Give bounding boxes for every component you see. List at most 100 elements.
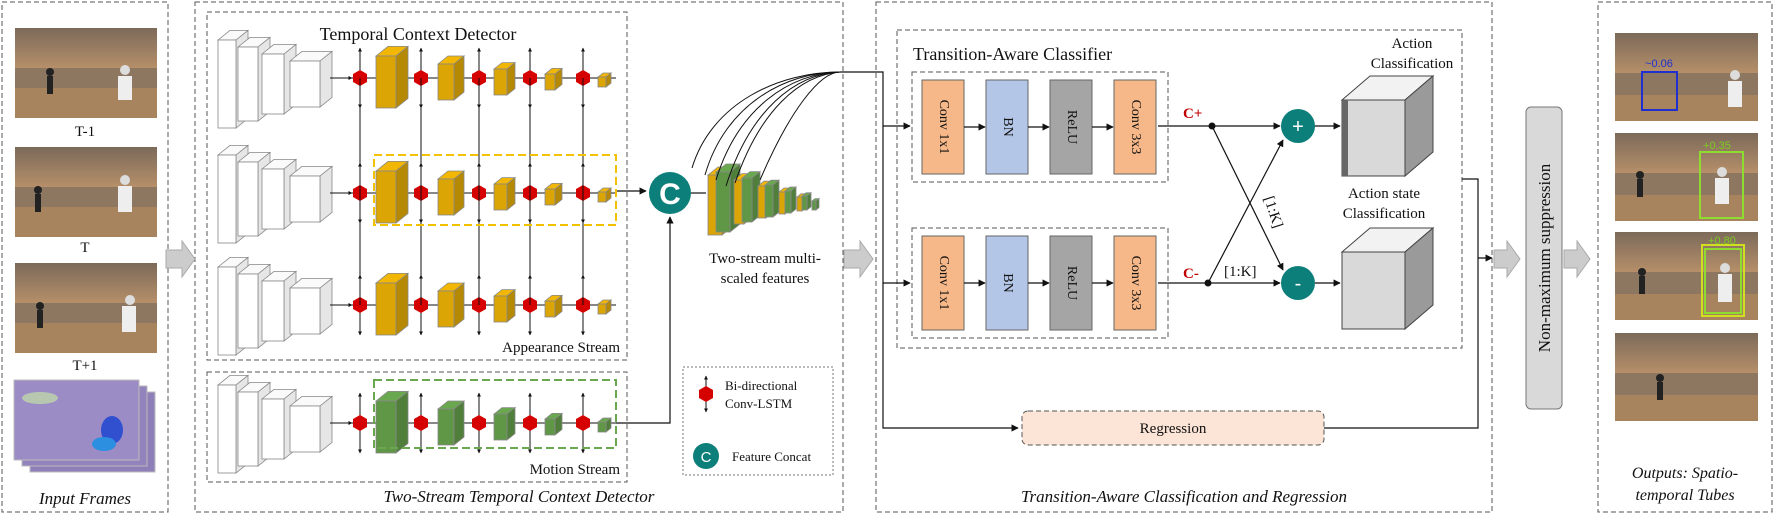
two-stream-feature-stack — [706, 163, 821, 236]
motion-row — [216, 374, 616, 474]
legend-lstm-label-2: Conv-LSTM — [725, 396, 793, 411]
flow-arrow-3 — [1493, 239, 1521, 279]
input-caption: Input Frames — [38, 489, 131, 508]
output-caption-line1: Outputs: Spatio- — [1632, 465, 1738, 482]
regression-to-nms — [1324, 258, 1479, 429]
appearance-row-1-feature-block-1 — [374, 45, 410, 109]
output-frame-4 — [1615, 333, 1758, 421]
appearance-stream-label: Appearance Stream — [502, 340, 620, 356]
motion-row-lstm-5 — [576, 392, 590, 454]
c-plus-label: C+ — [1183, 106, 1202, 122]
nms-box — [1525, 106, 1563, 410]
upper-layer-1-label: Conv 1x1 — [936, 100, 951, 155]
motion-row-feature-block-1 — [374, 390, 410, 454]
appearance-row-1-feature-block-4 — [543, 67, 564, 91]
cminus-cross-line — [1207, 139, 1284, 284]
upper-layer-1: Conv 1x1 — [921, 79, 965, 175]
lower-layer-4-label: Conv 3x3 — [1128, 256, 1143, 311]
stack-block-11 — [810, 197, 821, 211]
minus-node: - — [1281, 266, 1315, 300]
legend-box — [682, 366, 834, 476]
flow-arrow-4 — [1563, 239, 1591, 279]
stack-block-6 — [763, 179, 781, 218]
upper-layer-2-box — [985, 79, 1029, 175]
cross-range-label: [1:K] — [1260, 194, 1285, 230]
output-box-2 — [1699, 151, 1744, 219]
lower-layer-2-box — [985, 235, 1029, 331]
state-cls-label-2: Classification — [1343, 206, 1426, 222]
appearance-row-2-feature-block-4 — [543, 182, 564, 206]
nms-label: Non-maximum suppression — [1535, 163, 1554, 352]
upper-layer-4: Conv 3x3 — [1113, 79, 1157, 175]
selected-motion-scales — [373, 379, 617, 449]
concat-letter: C — [659, 178, 681, 211]
appearance-row-3-feature-block-5 — [596, 299, 613, 315]
lower-layer-2-label: BN — [1000, 273, 1015, 292]
upper-layer-3-label: ReLU — [1064, 110, 1079, 144]
legend-lstm-label-1: Bi-directional — [725, 378, 798, 393]
appearance-row-1-feature-block-3 — [492, 61, 517, 96]
detector-caption: Two-Stream Temporal Context Detector — [384, 487, 655, 506]
detector-title: Temporal Context Detector — [320, 24, 517, 44]
features-label-line2: scaled features — [721, 271, 810, 287]
motion-row-lstm-1 — [353, 392, 367, 454]
lower-layer-1-box — [921, 235, 965, 331]
lower-layer-1: Conv 1x1 — [921, 235, 965, 331]
output-score-1: ~0.06 — [1645, 58, 1673, 70]
flow-arrow-1 — [165, 239, 196, 279]
stack-block-8 — [783, 186, 798, 214]
motion-to-concat — [616, 216, 674, 424]
frame-label-t: T — [80, 240, 89, 256]
appearance-row-3-backbone-block-4 — [288, 277, 334, 335]
appearance-row-1-feature-block-2 — [436, 55, 466, 101]
motion-row-feature-block-4 — [543, 412, 564, 436]
c-minus-label: C- — [1183, 266, 1199, 282]
appearance-row-3-feature-block-2 — [436, 282, 466, 328]
regression-box — [1021, 410, 1325, 446]
output-box-3 — [1704, 248, 1742, 314]
frame-label-t-plus-1: T+1 — [72, 358, 97, 374]
features-to-regression — [882, 283, 1019, 432]
action-cls-label-1: Action — [1392, 36, 1433, 52]
motion-row-lstm-3 — [472, 392, 486, 454]
features-to-upper-branch — [840, 71, 911, 130]
classifier-panel — [896, 29, 1463, 349]
motion-row-backbone-block-4 — [288, 395, 334, 453]
output-box-1 — [1641, 71, 1678, 111]
legend-concat-label: Feature Concat — [732, 449, 811, 464]
appearance-row-2-backbone-block-4 — [288, 165, 334, 223]
lower-branch-box — [911, 227, 1169, 339]
motion-row-feature-block-3 — [492, 406, 517, 441]
upper-layer-2: BN — [985, 79, 1029, 175]
output-caption-line2: temporal Tubes — [1635, 487, 1734, 504]
stack-block-4 — [740, 170, 762, 223]
lower-layer-2: BN — [985, 235, 1029, 331]
features-label-line1: Two-stream multi- — [709, 251, 821, 267]
motion-row-lstm-4 — [523, 392, 537, 454]
upper-layer-4-box — [1113, 79, 1157, 175]
upper-layer-3-box — [1049, 79, 1093, 175]
output-panel — [1597, 1, 1773, 513]
detector-panel — [194, 1, 844, 513]
lower-layer-1-label: Conv 1x1 — [936, 256, 951, 311]
upper-layer-4-label: Conv 3x3 — [1128, 100, 1143, 155]
appearance-row-1 — [216, 29, 616, 129]
appearance-row-3-feature-block-4 — [543, 294, 564, 318]
legend-concat-symbol: C — [693, 443, 719, 469]
appearance-row-2-feature-block-3 — [492, 176, 517, 211]
upper-layer-3: ReLU — [1049, 79, 1093, 175]
upper-layer-2-label: BN — [1000, 117, 1015, 136]
action-cls-label-2: Classification — [1371, 56, 1454, 72]
detector-streams — [216, 29, 616, 474]
appearance-panel — [206, 11, 628, 361]
motion-row-lstm-2 — [414, 392, 428, 454]
lower-layer-4-box — [1113, 235, 1157, 331]
minus-symbol: - — [1295, 273, 1302, 295]
classifier-title: Transition-Aware Classifier — [913, 44, 1112, 64]
motion-row-feature-block-5 — [596, 417, 613, 433]
output-score-3: +0.80 — [1708, 235, 1736, 247]
classifier-to-nms — [1462, 178, 1493, 262]
cplus-cross-line — [1211, 125, 1284, 271]
plus-symbol: + — [1292, 116, 1304, 138]
lower-range-label: [1:K] — [1224, 264, 1257, 280]
